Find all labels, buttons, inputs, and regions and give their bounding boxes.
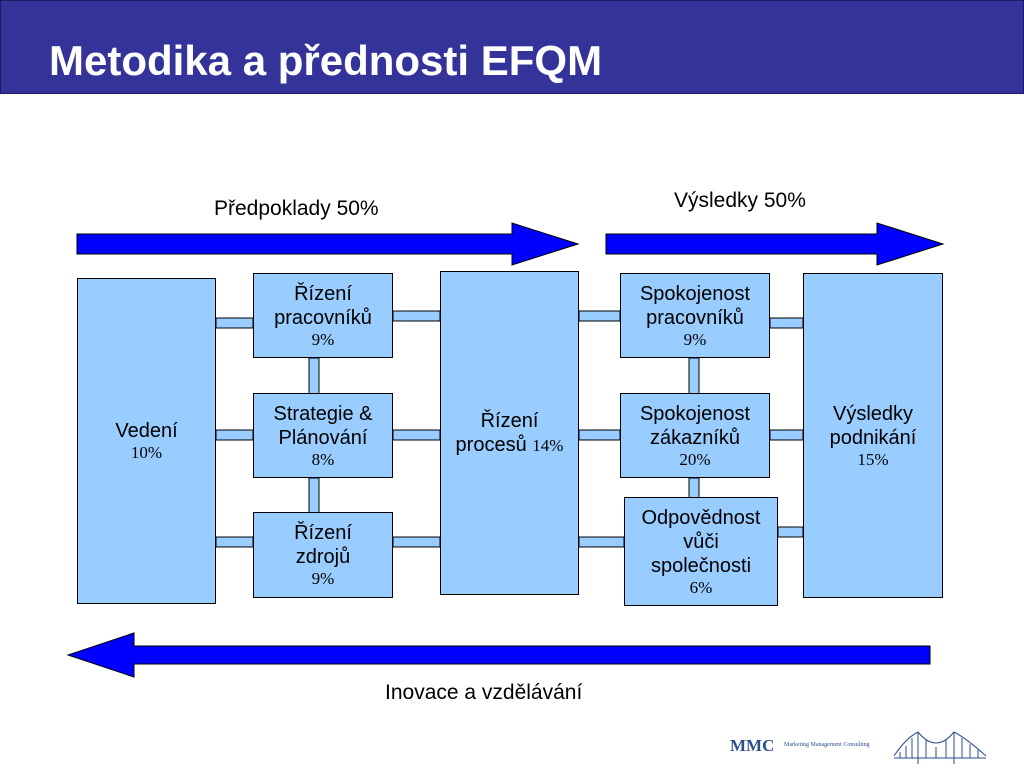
- people-box: Řízení pracovníků 9%: [253, 273, 393, 358]
- connector: [215, 317, 254, 329]
- box-title: pracovníků: [274, 306, 372, 329]
- people-results-box: Spokojenost pracovníků 9%: [620, 273, 770, 358]
- connector: [215, 429, 254, 441]
- box-title: Plánování: [278, 426, 368, 449]
- innovation-arrow: [66, 632, 931, 678]
- box-percent: 6%: [689, 577, 713, 597]
- bridge-icon: [893, 731, 987, 764]
- connector: [688, 477, 700, 499]
- box-title-line: procesů 14%: [456, 433, 564, 458]
- box-percent: 8%: [311, 449, 335, 469]
- connector: [777, 526, 804, 538]
- connector: [769, 317, 804, 329]
- enablers-label: Předpoklady 50%: [214, 197, 379, 220]
- box-title: Vedení: [115, 420, 178, 442]
- key-results-box: Výsledky podnikání 15%: [803, 273, 943, 598]
- box-title: pracovníků: [646, 306, 744, 329]
- connector: [308, 357, 320, 395]
- resources-box: Řízení zdrojů 9%: [253, 512, 393, 598]
- connector: [392, 429, 441, 441]
- society-results-box: Odpovědnost vůči společnosti 6%: [624, 497, 778, 606]
- connector: [578, 429, 621, 441]
- box-percent: 10%: [130, 443, 163, 462]
- box-title: zdrojů: [295, 546, 351, 568]
- title-bar: Metodika a přednosti EFQM: [0, 0, 1024, 94]
- connector: [769, 429, 804, 441]
- connector: [578, 310, 621, 322]
- box-title: Výsledky: [832, 402, 914, 425]
- connector: [578, 536, 625, 548]
- mmc-logo: MMC Marketing Management Consulting: [722, 728, 1022, 768]
- logo-subtitle: Marketing Management Consulting: [784, 742, 870, 748]
- box-title: Spokojenost: [639, 402, 751, 425]
- box-title: procesů: [455, 433, 527, 456]
- logo-text: MMC: [730, 736, 775, 755]
- box-title: společnosti: [650, 554, 752, 577]
- box-title: Odpovědnost: [641, 506, 761, 529]
- box-title: Řízení: [294, 522, 352, 544]
- connector: [215, 536, 254, 548]
- box-percent: 15%: [857, 449, 889, 469]
- box-title: podnikání: [829, 426, 917, 449]
- innovation-label: Inovace a vzdělávání: [385, 681, 583, 704]
- box-percent: 14%: [532, 435, 564, 455]
- strategy-box: Strategie & Plánování 8%: [253, 393, 393, 478]
- connector: [392, 536, 441, 548]
- enablers-arrow: [76, 222, 580, 266]
- box-percent: 20%: [679, 449, 711, 469]
- box-title: vůči: [683, 530, 719, 553]
- box-title: Řízení: [294, 282, 352, 305]
- leadership-box: Vedení 10%: [77, 278, 216, 604]
- box-title: zákazníků: [649, 426, 741, 449]
- results-arrow: [605, 222, 945, 266]
- connector: [688, 357, 700, 395]
- box-percent: 9%: [311, 569, 335, 588]
- processes-box: Řízení procesů 14%: [440, 271, 579, 595]
- results-label: Výsledky 50%: [674, 189, 806, 212]
- customer-results-box: Spokojenost zákazníků 20%: [620, 393, 770, 478]
- box-percent: 9%: [683, 329, 707, 349]
- box-title: Strategie &: [273, 402, 373, 425]
- box-percent: 9%: [311, 329, 335, 349]
- box-title: Spokojenost: [639, 282, 751, 305]
- page-title: Metodika a přednosti EFQM: [49, 37, 603, 84]
- connector: [392, 310, 441, 322]
- connector: [308, 477, 320, 514]
- box-title: Řízení: [480, 409, 539, 432]
